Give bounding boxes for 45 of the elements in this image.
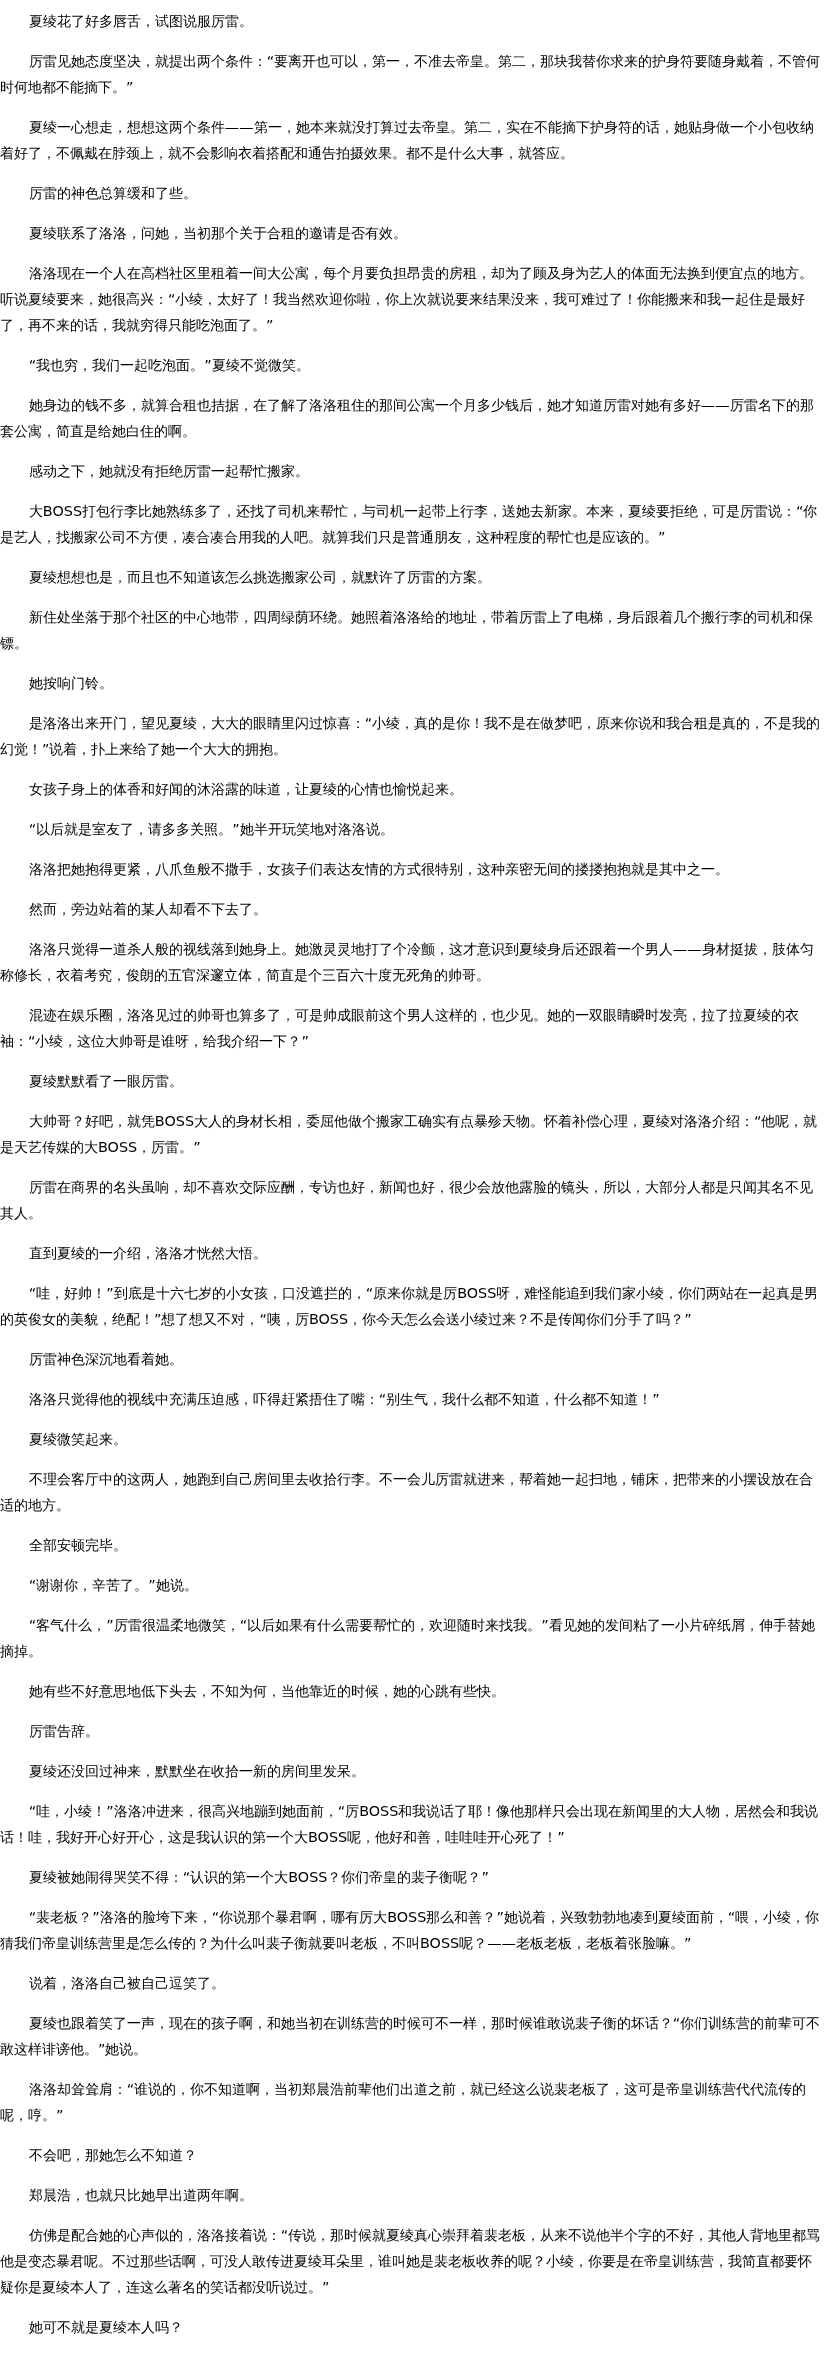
paragraph: 大帅哥？好吧，就凭BOSS大人的身材长相，委屈他做个搬家工确实有点暴殄天物。怀着补偿心理，夏绫对洛洛介绍：“他呢，就是天艺传媒的大BOSS，厉雷。”: [0, 1112, 819, 1157]
paragraph: 说着，洛洛自己被自己逗笑了。: [27, 1974, 226, 1993]
paragraph: 厉雷在商界的名头虽响，却不喜欢交际应酬，专访也好，新闻也好，很少会放他露脸的镜头，所以，大部分人都是只闻其名不见其人。: [0, 1178, 814, 1223]
paragraph: “哇，好帅！”到底是十六七岁的小女孩，口没遮拦的，“原来你就是厉BOSS呀，难怪能追到我们家小绫，你们两站在一起真是男的英俊女的美貌，绝配！”想了想又不对，“咦，厉BOSS，你今天怎么会送小绫过来？不是传闻你们分手了吗？”: [0, 1284, 820, 1329]
paragraph: 洛洛只觉得他的视线中充满压迫感，吓得赶紧捂住了嘴：“别生气，我什么都不知道，什么都不知道！”: [27, 1390, 661, 1409]
paragraph: 直到夏绫的一介绍，洛洛才恍然大悟。: [27, 1244, 268, 1263]
paragraph: 新住处坐落于那个社区的中心地带，四周绿荫环绕。她照着洛洛给的地址，带着厉雷上了电梯，身后跟着几个搬行李的司机和保镖。: [0, 608, 814, 653]
paragraph: “哇，小绫！”洛洛冲进来，很高兴地蹦到她面前，“厉BOSS和我说话了耶！像他那样只会出现在新闻里的大人物，居然会和我说话！哇，我好开心好开心，这是我认识的第一个大BOSS呢，他好和善，哇哇哇开心死了！”: [0, 1802, 820, 1847]
paragraph: 大BOSS打包行李比她熟练多了，还找了司机来帮忙，与司机一起带上行李，送她去新家。本来，夏绫要拒绝，可是厉雷说：“你是艺人，找搬家公司不方便，凑合凑合用我的人吧。就算我们只是普通朋友，这种程度的帮忙也是应该的。”: [0, 502, 819, 547]
paragraph: 洛洛只觉得一道杀人般的视线落到她身上。她激灵灵地打了个冷颤，这才意识到夏绫身后还跟着一个男人——身材挺拔，肢体匀称修长，衣着考究，俊朗的五官深邃立体，简直是个三百六十度无死角的帅哥。: [0, 940, 815, 985]
paragraph: 她可不就是夏绫本人吗？: [27, 2318, 184, 2337]
paragraph: 全部安顿完毕。: [27, 1536, 128, 1555]
paragraph: 感动之下，她就没有拒绝厉雷一起帮忙搬家。: [27, 462, 310, 481]
paragraph: 洛洛现在一个人在高档社区里租着一间大公寓，每个月要负担昂贵的房租，却为了顾及身为艺人的体面无法换到便宜点的地方。听说夏绫要来，她很高兴：“小绫，太好了！我当然欢迎你啦，你上次就说要来结果没来，我可难过了！你能搬来和我一起住是最好了，再不来的话，我就穷得只能吃泡面了。”: [0, 264, 814, 335]
paragraph: 厉雷告辞。: [27, 1722, 100, 1741]
paragraph: 夏绫花了好多唇舌，试图说服厉雷。: [27, 12, 254, 31]
paragraph: 仿佛是配合她的心声似的，洛洛接着说：“传说，那时候就夏绫真心崇拜着裴老板，从来不说他半个字的不好，其他人背地里都骂他是变态暴君呢。不过那些话啊，可没人敢传进夏绫耳朵里，谁叫她是裴老板收养的呢？小绫，你要是在帝皇训练营，我简直都要怀疑你是夏绫本人了，连这么著名的笑话都没听说过。”: [0, 2226, 822, 2297]
paragraph: 夏绫微笑起来。: [27, 1430, 128, 1449]
paragraph: 然而，旁边站着的某人却看不下去了。: [27, 900, 268, 919]
paragraph: “裴老板？”洛洛的脸垮下来，“你说那个暴君啊，哪有厉大BOSS那么和善？”她说着，兴致勃勃地凑到夏绫面前，“喂，小绫，你猜我们帝皇训练营里是怎么传的？为什么叫裴子衡就要叫老板，不叫BOSS呢？——老板老板，老板着张脸嘛。”: [0, 1908, 821, 1953]
paragraph: 夏绫被她闹得哭笑不得：“认识的第一个大BOSS？你们帝皇的裴子衡呢？”: [27, 1868, 490, 1887]
paragraph: 不理会客厅中的这两人，她跑到自己房间里去收拾行李。不一会儿厉雷就进来，帮着她一起扫地，铺床，把带来的小摆设放在合适的地方。: [0, 1470, 814, 1515]
paragraph: 女孩子身上的体香和好闻的沐浴露的味道，让夏绫的心情也愉悦起来。: [27, 780, 464, 799]
paragraph: 洛洛把她抱得更紧，八爪鱼般不撒手，女孩子们表达友情的方式很特别，这种亲密无间的搂搂抱抱就是其中之一。: [27, 860, 730, 879]
paragraph: “我也穷，我们一起吃泡面。”夏绫不觉微笑。: [27, 356, 311, 375]
paragraph: 不会吧，那她怎么不知道？: [27, 2146, 198, 2165]
paragraph: 夏绫联系了洛洛，问她，当初那个关于合租的邀请是否有效。: [27, 224, 408, 243]
paragraph: 洛洛却耸耸肩：“谁说的，你不知道啊，当初郑晨浩前辈他们出道之前，就已经这么说裴老板了，这可是帝皇训练营代代流传的呢，哼。”: [0, 2080, 808, 2125]
paragraph: 她按响门铃。: [27, 674, 114, 693]
paragraph: 夏绫想想也是，而且也不知道该怎么挑选搬家公司，就默许了厉雷的方案。: [27, 568, 492, 587]
paragraph: 是洛洛出来开门，望见夏绫，大大的眼睛里闪过惊喜：“小绫，真的是你！我不是在做梦吧，原来你说和我合租是真的，不是我的幻觉！”说着，扑上来给了她一个大大的拥抱。: [0, 714, 822, 759]
paragraph: 夏绫还没回过神来，默默坐在收拾一新的房间里发呆。: [27, 1762, 366, 1781]
paragraph: 郑晨浩，也就只比她早出道两年啊。: [27, 2186, 254, 2205]
paragraph: 夏绫也跟着笑了一声，现在的孩子啊，和她当初在训练营的时候可不一样，那时候谁敢说裴子衡的坏话？“你们训练营的前辈可不敢这样诽谤他。”她说。: [0, 2014, 822, 2059]
paragraph: “以后就是室友了，请多多关照。”她半开玩笑地对洛洛说。: [27, 820, 395, 839]
paragraph: 她身边的钱不多，就算合租也拮据，在了解了洛洛租住的那间公寓一个月多少钱后，她才知道厉雷对她有多好——厉雷名下的那套公寓，简直是给她白住的啊。: [0, 396, 815, 441]
paragraph: 混迹在娱乐圈，洛洛见过的帅哥也算多了，可是帅成眼前这个男人这样的，也少见。她的一双眼睛瞬时发亮，拉了拉夏绫的衣袖：“小绫，这位大帅哥是谁呀，给我介绍一下？”: [0, 1006, 800, 1051]
paragraph: 她有些不好意思地低下头去，不知为何，当他靠近的时候，她的心跳有些快。: [27, 1682, 506, 1701]
paragraph: 厉雷见她态度坚决，就提出两个条件：“要离开也可以，第一，不准去帝皇。第二，那块我替你求来的护身符要随身戴着，不管何时何地都不能摘下。”: [0, 52, 822, 97]
paragraph: 厉雷神色深沉地看着她。: [27, 1350, 184, 1369]
paragraph: 夏绫一心想走，想想这两个条件——第一，她本来就没打算过去帝皇。第二，实在不能摘下护身符的话，她贴身做一个小包收纳着好了，不佩戴在脖颈上，就不会影响衣着搭配和通告拍摄效果。都不是什么大事，就答应。: [0, 118, 815, 163]
paragraph: 夏绫默默看了一眼厉雷。: [27, 1072, 184, 1091]
paragraph: “客气什么，”厉雷很温柔地微笑，“以后如果有什么需要帮忙的，欢迎随时来找我。”看见她的发间粘了一小片碎纸屑，伸手替她摘掉。: [0, 1616, 816, 1661]
paragraph: 厉雷的神色总算缓和了些。: [27, 184, 198, 203]
paragraph: “谢谢你，辛苦了。”她说。: [27, 1576, 199, 1595]
